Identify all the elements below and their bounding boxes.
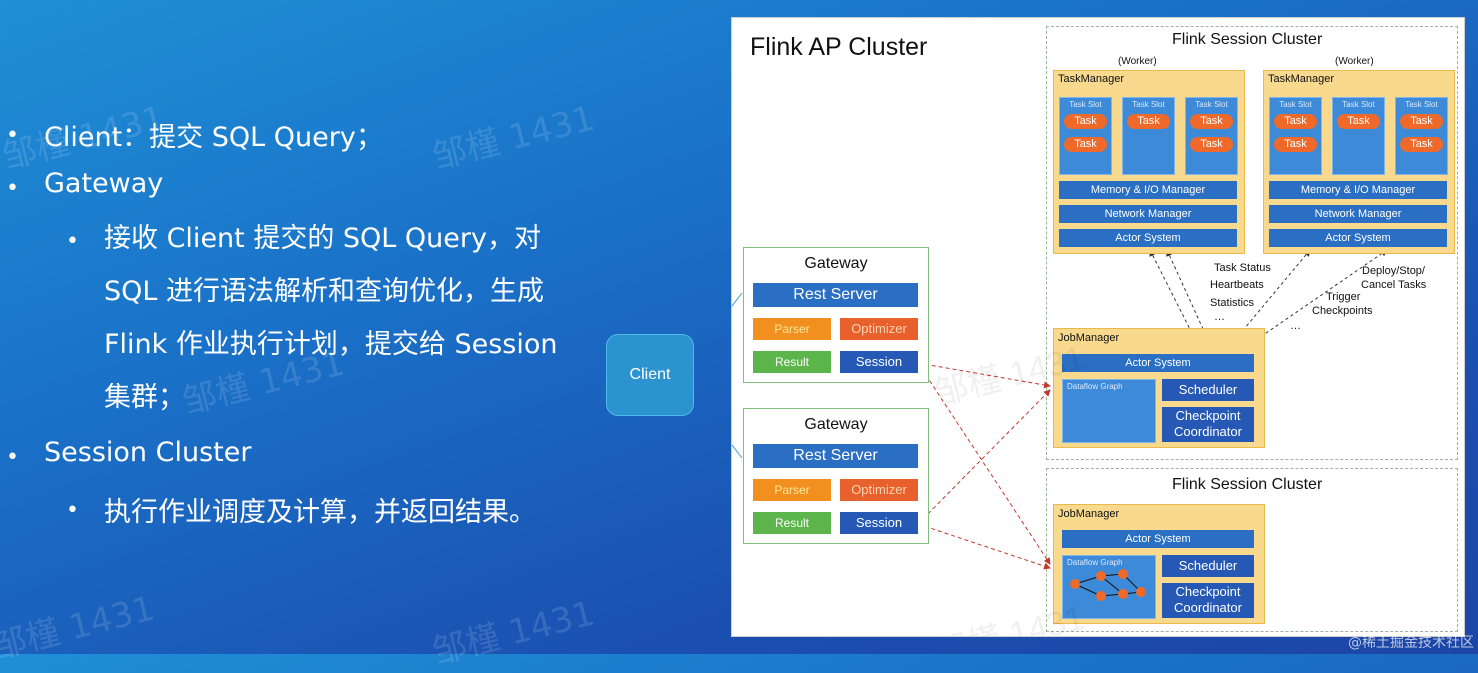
jobmanager-box: JobManager Actor System Dataflow Graph S…	[1053, 328, 1265, 448]
task: Task	[1337, 114, 1380, 129]
rest-server: Rest Server	[753, 444, 918, 468]
actor-system: Actor System	[1269, 229, 1447, 247]
annotation-checkpoints: Checkpoints	[1312, 305, 1373, 317]
gateway-box: Gateway Rest Server Parser Optimizer Res…	[743, 408, 929, 544]
task: Task	[1064, 137, 1107, 152]
dataflow-graph-label: Dataflow Graph	[1067, 558, 1123, 567]
task: Task	[1127, 114, 1170, 129]
scheduler: Scheduler	[1162, 555, 1254, 577]
actor-system: Actor System	[1062, 530, 1254, 548]
dataflow-graph: Dataflow Graph	[1062, 379, 1156, 443]
session-cluster-2-border	[1046, 468, 1458, 632]
taskmanager-box: TaskManager Task Slot Task Task Task Slo…	[1263, 70, 1455, 254]
sub-bullet-dot: •	[66, 498, 79, 523]
taskmanager-title: TaskManager	[1058, 73, 1125, 85]
memory-io-manager: Memory & I/O Manager	[1269, 181, 1447, 199]
optimizer: Optimizer	[840, 479, 918, 501]
task-slot: Task Slot Task	[1122, 97, 1175, 175]
rest-server: Rest Server	[753, 283, 918, 307]
footer-credit: @稀土掘金技术社区	[1348, 635, 1474, 651]
session: Session	[840, 512, 918, 534]
checkpoint-coordinator: Checkpoint Coordinator	[1162, 583, 1254, 618]
gateway-title: Gateway	[804, 416, 868, 433]
worker-label: (Worker)	[1118, 56, 1157, 67]
task: Task	[1190, 114, 1233, 129]
annotation-task-status: Task Status	[1214, 262, 1271, 274]
task-slot: Task Slot Task Task	[1269, 97, 1322, 175]
taskmanager-title: TaskManager	[1268, 73, 1335, 85]
task-slot-label: Task Slot	[1195, 100, 1228, 109]
checkpoint-coordinator: Checkpoint Coordinator	[1162, 407, 1254, 442]
annotation-heartbeats: Heartbeats	[1210, 279, 1264, 291]
network-manager: Network Manager	[1059, 205, 1237, 223]
task: Task	[1274, 114, 1317, 129]
session: Session	[840, 351, 918, 373]
gateway-box: Gateway Rest Server Parser Optimizer Res…	[743, 247, 929, 383]
session-cluster-2-title: Flink Session Cluster	[1172, 476, 1323, 493]
session-detail: 执行作业调度及计算，并返回结果。	[104, 497, 536, 528]
jobmanager-title: JobManager	[1058, 332, 1120, 344]
task-slot-label: Task Slot	[1405, 100, 1438, 109]
task: Task	[1064, 114, 1107, 129]
scheduler: Scheduler	[1162, 379, 1254, 401]
task-slot-label: Task Slot	[1069, 100, 1102, 109]
bullet-gateway: Gateway	[44, 168, 164, 199]
parser: Parser	[753, 318, 831, 340]
task-slot-label: Task Slot	[1132, 100, 1165, 109]
actor-system: Actor System	[1059, 229, 1237, 247]
dataflow-graph-nodes	[1070, 569, 1146, 601]
diagram-title: Flink AP Cluster	[750, 33, 928, 61]
parser: Parser	[753, 479, 831, 501]
session-cluster-1-border	[1046, 26, 1458, 460]
task-slot: Task Slot Task Task	[1395, 97, 1448, 175]
watermark: 邹槿 1431	[428, 593, 599, 673]
taskmanager-box: TaskManager Task Slot Task Task Task Slo…	[1053, 70, 1245, 254]
annotation-ellipsis: …	[1214, 311, 1225, 323]
annotation-trigger: Trigger	[1326, 291, 1361, 303]
task: Task	[1400, 137, 1443, 152]
worker-label: (Worker)	[1335, 56, 1374, 67]
task-slot: Task Slot Task Task	[1185, 97, 1238, 175]
annotation-deploy: Deploy/Stop/	[1362, 265, 1425, 277]
jobmanager-box: JobManager Actor System Dataflow Graph S…	[1053, 504, 1265, 624]
task-slot-label: Task Slot	[1279, 100, 1312, 109]
annotation-cancel: Cancel Tasks	[1361, 279, 1427, 291]
task: Task	[1274, 137, 1317, 152]
dataflow-graph: Dataflow Graph	[1062, 555, 1156, 619]
annotation-ellipsis: …	[1290, 320, 1301, 332]
annotation-statistics: Statistics	[1210, 297, 1255, 309]
session-cluster-1-title: Flink Session Cluster	[1172, 31, 1323, 48]
dataflow-graph-label: Dataflow Graph	[1067, 382, 1123, 391]
bullet-session-cluster: Session Cluster	[44, 437, 252, 468]
task: Task	[1400, 114, 1443, 129]
bullet-dot: •	[6, 445, 19, 470]
task-slot-label: Task Slot	[1342, 100, 1375, 109]
task: Task	[1190, 137, 1233, 152]
network-manager: Network Manager	[1269, 205, 1447, 223]
memory-io-manager: Memory & I/O Manager	[1059, 181, 1237, 199]
watermark: 邹槿 1431	[428, 98, 599, 178]
gateway-detail: 接收 Client 提交的 SQL Query，对 SQL 进行语法解析和查询优…	[104, 223, 558, 413]
gateway-title: Gateway	[804, 255, 868, 272]
sub-bullet-dot: •	[66, 229, 79, 254]
task-slot: Task Slot Task	[1332, 97, 1385, 175]
flink-ap-cluster-diagram: Flink AP Cluster Flink Session Cluster F…	[731, 17, 1465, 637]
result: Result	[753, 512, 831, 534]
result: Result	[753, 351, 831, 373]
optimizer: Optimizer	[840, 318, 918, 340]
bullet-client: Client：提交 SQL Query；	[44, 122, 383, 153]
watermark: 邹槿 1431	[0, 588, 159, 668]
bullet-dot: •	[6, 123, 19, 148]
client-node: Client	[606, 334, 694, 416]
actor-system: Actor System	[1062, 354, 1254, 372]
bullet-dot: •	[6, 176, 19, 201]
task-slot: Task Slot Task Task	[1059, 97, 1112, 175]
jobmanager-title: JobManager	[1058, 508, 1120, 520]
